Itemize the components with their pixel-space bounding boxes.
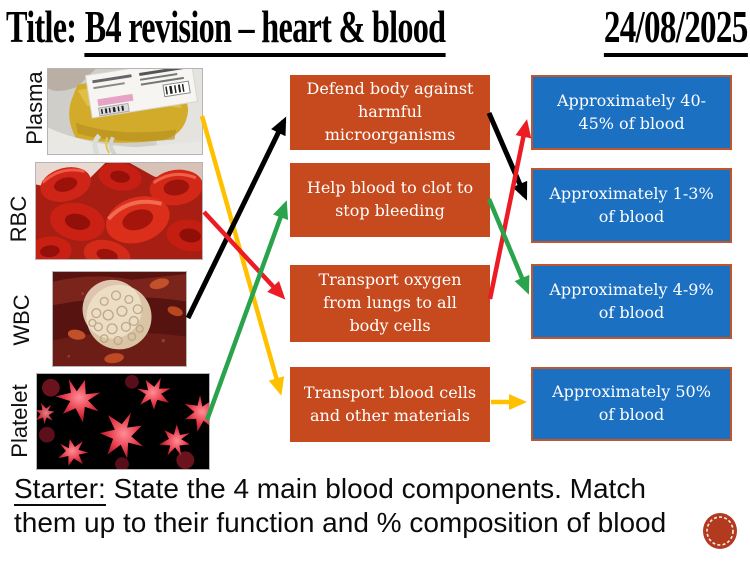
title-text: B4 revision – heart & blood bbox=[84, 1, 446, 57]
arrow-rbc-to-transport-oxygen bbox=[202, 210, 286, 300]
arrow-defend-to-1-3 bbox=[486, 112, 528, 201]
arrow-plasma-to-transport-cells bbox=[199, 115, 285, 396]
action-button-dot[interactable] bbox=[702, 512, 738, 550]
arrow-platelet-to-clot bbox=[204, 200, 289, 421]
percentage-box-50: Approximately 50% of blood bbox=[531, 367, 732, 441]
platelets-illustration bbox=[37, 374, 209, 469]
page-title: Title:B4 revision – heart & blood bbox=[6, 1, 446, 57]
arrow-oxygen-to-40-45 bbox=[487, 119, 532, 300]
white-blood-cell-illustration bbox=[53, 272, 186, 366]
component-label-rbc: RBC bbox=[6, 195, 31, 243]
rbc-image bbox=[35, 162, 203, 260]
platelet-image bbox=[36, 373, 210, 470]
percentage-box-40-45: Approximately 40- 45% of blood bbox=[531, 75, 732, 150]
arrow-clot-to-4-9 bbox=[486, 198, 530, 295]
function-box-defend: Defend body against harmful microorganis… bbox=[290, 75, 490, 150]
date-text: 24/08/2025 bbox=[604, 1, 749, 57]
function-box-transport-oxygen: Transport oxygen from lungs to all body … bbox=[290, 265, 490, 342]
percentage-box-4-9: Approximately 4-9% of blood bbox=[531, 264, 732, 339]
plasma-image bbox=[47, 68, 203, 155]
dot-icon bbox=[703, 513, 737, 549]
plasma-bag-illustration bbox=[48, 69, 202, 154]
function-box-transport-cells: Transport blood cells and other material… bbox=[290, 367, 490, 442]
function-box-clot: Help blood to clot to stop bleeding bbox=[290, 163, 490, 237]
component-label-platelet: Platelet bbox=[7, 384, 32, 458]
component-label-wbc: WBC bbox=[9, 294, 34, 346]
starter-text: State the 4 main blood components. Match… bbox=[14, 473, 667, 539]
title-prefix: Title: bbox=[6, 1, 77, 52]
starter-task: Starter: State the 4 main blood componen… bbox=[14, 472, 714, 540]
component-label-plasma: Plasma bbox=[22, 71, 47, 145]
wbc-image bbox=[52, 271, 187, 367]
red-blood-cells-illustration bbox=[36, 163, 202, 259]
date: 24/08/2025 bbox=[604, 1, 749, 57]
percentage-box-1-3: Approximately 1-3% of blood bbox=[531, 168, 732, 243]
starter-label: Starter: bbox=[14, 473, 106, 506]
